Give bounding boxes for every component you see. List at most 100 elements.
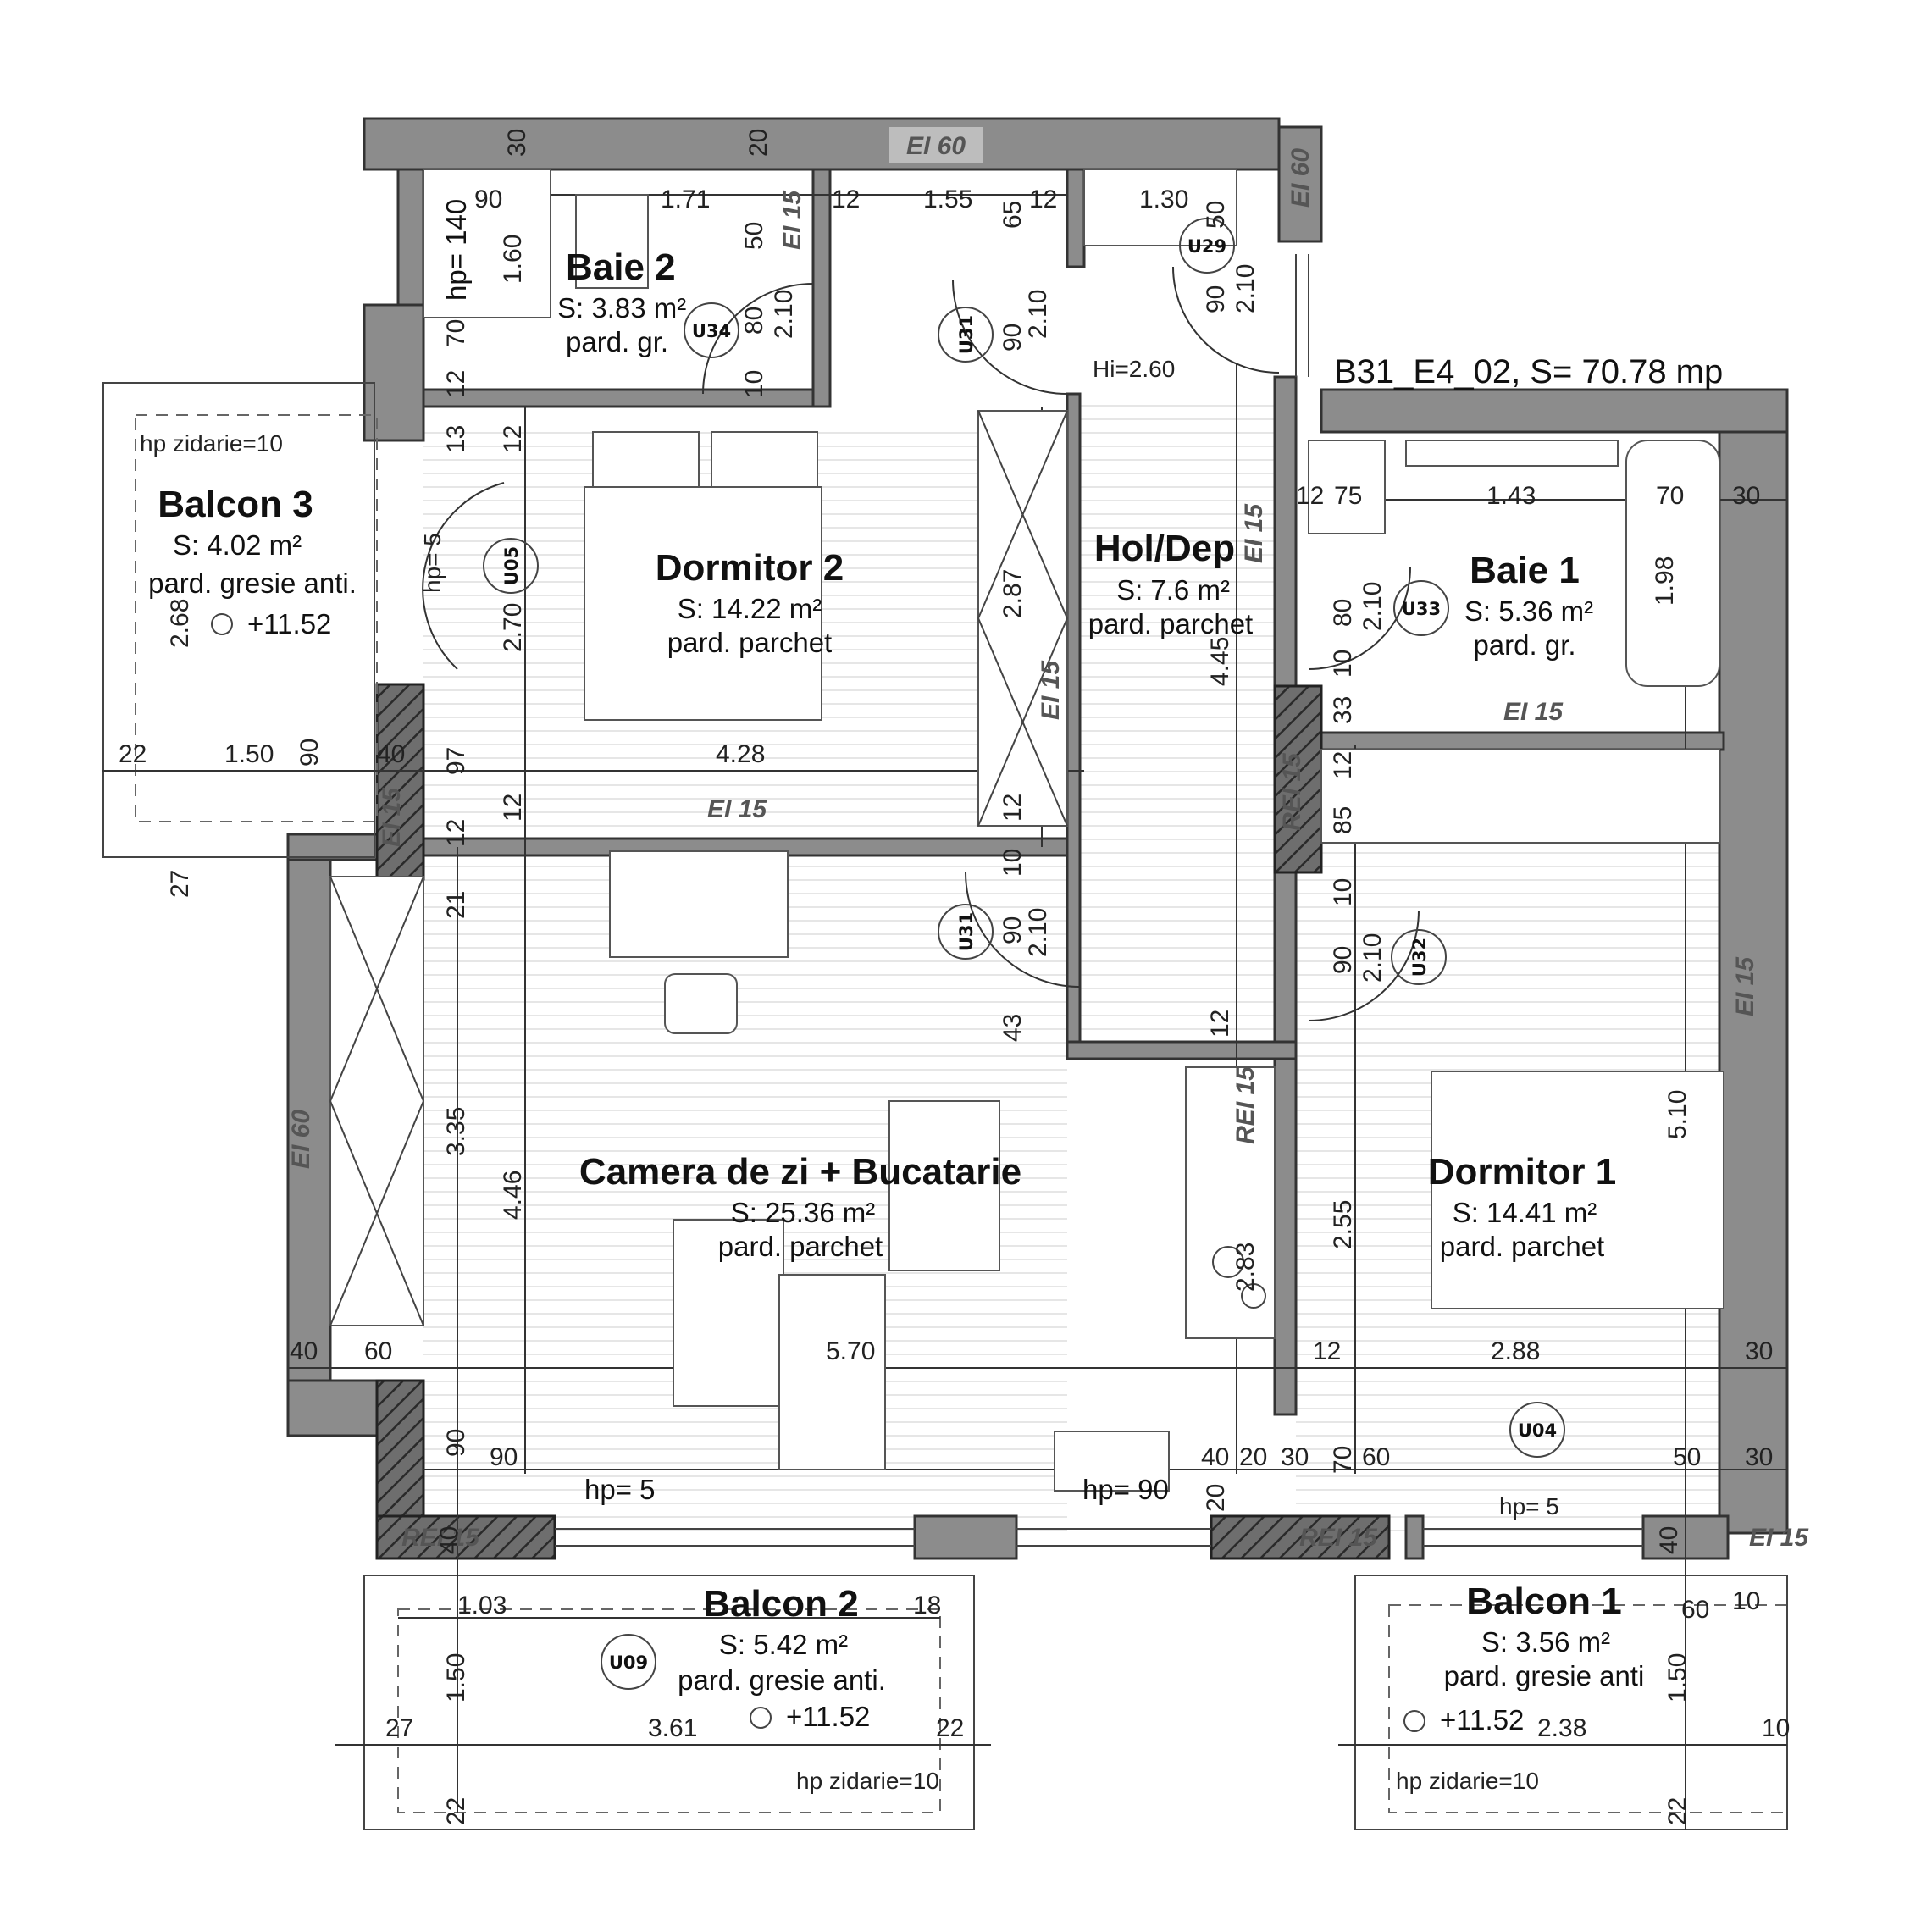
svg-text:EI 60: EI 60 bbox=[1287, 148, 1315, 208]
svg-text:pard. parchet: pard. parchet bbox=[1440, 1231, 1604, 1262]
double-bed-1 bbox=[1431, 1071, 1724, 1309]
svg-text:12: 12 bbox=[1313, 1337, 1341, 1365]
svg-text:pard. parchet: pard. parchet bbox=[667, 627, 832, 658]
svg-text:EI 15: EI 15 bbox=[1749, 1524, 1809, 1552]
desk bbox=[609, 850, 789, 958]
svg-text:hp= 140: hp= 140 bbox=[440, 199, 472, 301]
svg-text:90: 90 bbox=[1329, 946, 1357, 974]
svg-text:hp zidarie=10: hp zidarie=10 bbox=[796, 1768, 939, 1794]
balconies bbox=[102, 382, 1788, 1830]
svg-text:30: 30 bbox=[1281, 1443, 1309, 1471]
svg-text:2.10: 2.10 bbox=[1232, 264, 1259, 313]
svg-text:EI 15: EI 15 bbox=[378, 787, 406, 847]
svg-text:10: 10 bbox=[1732, 1587, 1760, 1615]
svg-text:1.98: 1.98 bbox=[1651, 556, 1679, 606]
svg-text:12: 12 bbox=[499, 794, 527, 822]
room-label-balcon-3: Balcon 3 S: 4.02 m² pard. gresie anti. +… bbox=[148, 484, 357, 639]
svg-text:90: 90 bbox=[474, 185, 502, 213]
svg-text:pard. parchet: pard. parchet bbox=[718, 1231, 883, 1262]
svg-text:pard. parchet: pard. parchet bbox=[1088, 608, 1253, 639]
svg-text:12: 12 bbox=[999, 794, 1027, 822]
room-label-dormitor-1: Dormitor 1 S: 14.41 m² pard. parchet bbox=[1428, 1151, 1616, 1262]
svg-text:27: 27 bbox=[385, 1714, 413, 1742]
svg-text:U04: U04 bbox=[1518, 1420, 1557, 1441]
svg-text:40: 40 bbox=[377, 740, 405, 768]
svg-text:REI 15: REI 15 bbox=[1278, 752, 1306, 831]
svg-text:30: 30 bbox=[1745, 1443, 1773, 1471]
svg-text:22: 22 bbox=[1664, 1797, 1691, 1825]
svg-text:75: 75 bbox=[1334, 482, 1362, 510]
svg-text:EI 15: EI 15 bbox=[778, 190, 806, 250]
svg-text:90: 90 bbox=[999, 324, 1027, 352]
kitchen-counter bbox=[1185, 1066, 1276, 1339]
svg-text:70: 70 bbox=[1329, 1446, 1357, 1474]
furniture bbox=[329, 169, 1724, 1492]
room-label-baie-2: Baie 2 S: 3.83 m² pard. gr. bbox=[557, 246, 686, 357]
kitchen-sink bbox=[1054, 1431, 1170, 1492]
svg-text:12: 12 bbox=[832, 185, 860, 213]
svg-text:Dormitor 1: Dormitor 1 bbox=[1428, 1151, 1616, 1193]
svg-text:EI 60: EI 60 bbox=[287, 1110, 315, 1169]
svg-text:43: 43 bbox=[999, 1014, 1027, 1042]
svg-text:3.35: 3.35 bbox=[442, 1107, 470, 1156]
door-swings bbox=[422, 266, 1420, 1021]
svg-text:Baie 2: Baie 2 bbox=[566, 246, 676, 288]
svg-text:S: 14.22 m²: S: 14.22 m² bbox=[678, 593, 822, 624]
elevation-marker: +11.52 bbox=[247, 608, 331, 639]
svg-text:20: 20 bbox=[1239, 1443, 1267, 1471]
svg-text:hp= 90: hp= 90 bbox=[1082, 1474, 1169, 1505]
svg-text:S: 3.56 m²: S: 3.56 m² bbox=[1481, 1626, 1610, 1658]
svg-text:Balcon 2: Balcon 2 bbox=[703, 1583, 858, 1625]
svg-text:10: 10 bbox=[1329, 650, 1357, 678]
svg-text:5.70: 5.70 bbox=[826, 1337, 875, 1365]
dining-table bbox=[888, 1100, 1000, 1271]
svg-text:2.83: 2.83 bbox=[1232, 1243, 1259, 1292]
svg-text:pard. gr.: pard. gr. bbox=[566, 326, 668, 357]
svg-text:2.38: 2.38 bbox=[1537, 1714, 1586, 1742]
svg-text:2.10: 2.10 bbox=[1359, 582, 1387, 631]
svg-text:1.43: 1.43 bbox=[1486, 482, 1536, 510]
svg-text:18: 18 bbox=[913, 1592, 941, 1619]
svg-text:22: 22 bbox=[119, 740, 147, 768]
room-label-balcon-2: Balcon 2 S: 5.42 m² pard. gresie anti. +… bbox=[678, 1583, 886, 1732]
svg-text:Balcon 1: Balcon 1 bbox=[1466, 1580, 1621, 1622]
svg-text:80: 80 bbox=[1329, 599, 1357, 627]
svg-text:60: 60 bbox=[1362, 1443, 1390, 1471]
svg-text:20: 20 bbox=[1202, 1484, 1230, 1512]
svg-text:3.61: 3.61 bbox=[648, 1714, 697, 1742]
svg-text:U31: U31 bbox=[956, 315, 977, 354]
svg-text:1.50: 1.50 bbox=[1664, 1653, 1691, 1702]
svg-text:4.28: 4.28 bbox=[716, 740, 765, 768]
svg-text:12: 12 bbox=[499, 425, 527, 453]
fire-ratings: EI 60 EI 60 EI 15 EI 15 EI 15 EI 15 EI 1… bbox=[287, 127, 1809, 1552]
svg-text:2.68: 2.68 bbox=[166, 599, 194, 648]
svg-text:60: 60 bbox=[364, 1337, 392, 1365]
svg-text:U09: U09 bbox=[609, 1652, 648, 1673]
svg-text:40: 40 bbox=[1655, 1526, 1683, 1554]
svg-text:65: 65 bbox=[999, 201, 1027, 229]
svg-text:1.03: 1.03 bbox=[457, 1592, 507, 1619]
svg-text:S: 25.36 m²: S: 25.36 m² bbox=[731, 1197, 876, 1228]
svg-text:2.10: 2.10 bbox=[1359, 933, 1387, 983]
door-tags: U29 U31 U34 U05 U33 U31 U32 U04 U09 bbox=[483, 218, 1565, 1690]
room-label-dormitor-2: Dormitor 2 S: 14.22 m² pard. parchet bbox=[656, 547, 844, 658]
wc-2 bbox=[575, 194, 649, 289]
svg-text:EI 15: EI 15 bbox=[1037, 660, 1065, 720]
svg-text:50: 50 bbox=[740, 222, 768, 250]
svg-text:2.10: 2.10 bbox=[770, 290, 798, 339]
svg-text:U32: U32 bbox=[1409, 938, 1430, 977]
svg-text:REI 15: REI 15 bbox=[1232, 1066, 1259, 1144]
svg-text:hp zidarie=10: hp zidarie=10 bbox=[1396, 1768, 1539, 1794]
svg-text:90: 90 bbox=[1202, 285, 1230, 313]
svg-text:22: 22 bbox=[442, 1797, 470, 1825]
apartment-header: B31_E4_02, S= 70.78 mp Hi=2.60 bbox=[1093, 353, 1723, 390]
svg-text:27: 27 bbox=[166, 870, 194, 898]
svg-text:U29: U29 bbox=[1187, 236, 1226, 257]
svg-text:pard. gresie anti.: pard. gresie anti. bbox=[678, 1664, 886, 1696]
svg-text:hp= 5: hp= 5 bbox=[584, 1474, 656, 1505]
svg-text:EI 15: EI 15 bbox=[1240, 503, 1268, 563]
svg-text:hp zidarie=10: hp zidarie=10 bbox=[140, 430, 283, 457]
room-label-baie-1: Baie 1 S: 5.36 m² pard. gr. bbox=[1464, 550, 1593, 661]
ceiling-height: Hi=2.60 bbox=[1093, 356, 1175, 382]
